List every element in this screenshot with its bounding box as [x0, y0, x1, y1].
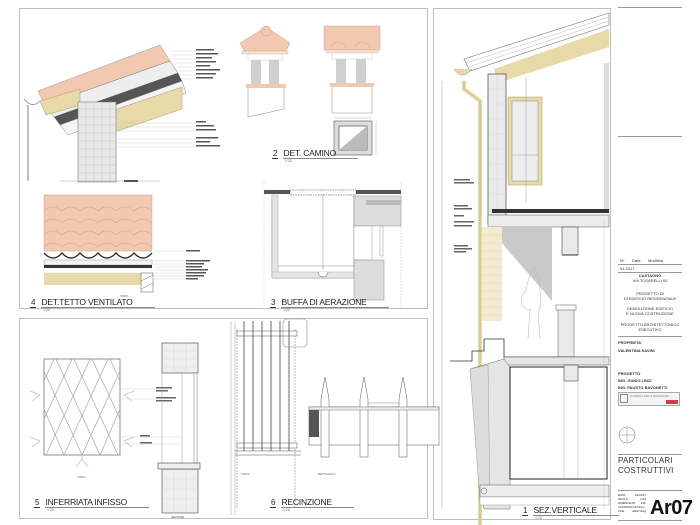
- detail-label-1: 1 SEZ.VERTICALE 1:20: [522, 505, 619, 520]
- detail-number: 3: [270, 298, 277, 308]
- divider: [618, 264, 682, 265]
- roof-section-drawing: [23, 44, 220, 183]
- title-block: N° Data Modifica 01.2017 CASTAGNO VIA TO…: [612, 0, 700, 525]
- sheet-code: Ar07: [650, 497, 693, 519]
- revision-header-change: Modifica: [648, 258, 663, 263]
- meta-label: DATA: [618, 493, 626, 497]
- detail-label-3: 3 BUFFA DI AERAZIONE 1:20: [270, 297, 389, 312]
- grille-section-label: SEZIONE: [171, 515, 185, 519]
- meta-value: 01/2017: [635, 493, 646, 497]
- project-line-6: ESECUTIVO: [638, 327, 662, 332]
- designer-1: ING. GUIDO LINZI: [618, 378, 652, 383]
- north-arrow-icon: [618, 426, 636, 444]
- owner-label: PROPRIETA': [618, 340, 642, 345]
- meta-label: DISEGNATO: [618, 501, 636, 505]
- meta-value: AR07.dwg: [632, 509, 646, 513]
- detail-scale: 1:20: [285, 159, 292, 163]
- detail-scale: 1:20: [283, 308, 290, 312]
- detail-label-5: 5 INFERRIATA INFISSO 1:20: [34, 497, 150, 512]
- sheet-meta: DATA 01/2017 SCALA 1:20 DISEGNATO F.B. CONT…: [618, 493, 646, 513]
- grille-view-label: VISTA: [77, 475, 86, 479]
- detail-label-6: 6 RECINZIONE 1:20: [270, 497, 354, 512]
- revision-row: 01.2017: [620, 266, 635, 271]
- chimney-drawing: [239, 25, 381, 156]
- studio-logo-accent: [666, 400, 678, 404]
- meta-value: F.B.: [640, 501, 646, 505]
- meta-row: DISEGNATO F.B.: [618, 501, 646, 505]
- project-line-3: DEMOLIZIONE EDIFICIO: [626, 306, 673, 311]
- meta-row: DATA 01/2017: [618, 493, 646, 497]
- detail-scale: 1:20: [283, 508, 290, 512]
- roof-view-label: VISTA: [120, 294, 129, 298]
- project-line-2: DI EDIFICIO RESIDENZIALE: [623, 296, 677, 301]
- detail-title: RECINZIONE: [281, 497, 354, 508]
- meta-label: CONTROLLATO: [618, 505, 641, 509]
- divider: [618, 520, 682, 521]
- detail-number: 1: [522, 506, 529, 516]
- detail-title: SEZ.VERTICALE: [533, 505, 619, 516]
- divider: [618, 136, 682, 137]
- designers-label: PROGETTO: [618, 371, 641, 376]
- vent-shaft-drawing: [263, 182, 402, 308]
- owner-name: VALENTINA SAVINI: [618, 348, 655, 353]
- studio-name: STUDIO LINZI & ASSOCIATI: [630, 394, 669, 398]
- revision-header-num: N°: [620, 258, 625, 263]
- divider: [618, 272, 682, 273]
- fence-view-label: VISTA: [241, 472, 250, 476]
- fence-detail-label: DETTAGLIO: [318, 472, 335, 476]
- detail-number: 4: [30, 298, 37, 308]
- fence-drawing: [230, 318, 440, 515]
- detail-label-2: 2 DET. CAMINO 1:20: [272, 148, 359, 163]
- divider: [618, 336, 682, 337]
- detail-scale: 1:20: [43, 308, 50, 312]
- project-line-4: E NUOVA COSTRUZIONE: [626, 311, 674, 316]
- divider: [618, 7, 682, 8]
- detail-label-4: 4 DET.TETTO VENTILATO 1:20: [30, 297, 155, 312]
- detail-number: 6: [270, 498, 277, 508]
- detail-title: INFERRIATA INFISSO: [45, 497, 150, 508]
- project-line-5: PROGETTO ARCHITETTONICO: [620, 322, 680, 327]
- meta-row: SCALA 1:20: [618, 497, 646, 501]
- sheet-title-line-2: COSTRUTTIVI: [618, 466, 674, 475]
- studio-logo: STUDIO LINZI & ASSOCIATI: [618, 392, 680, 406]
- meta-row: FILE AR07.dwg: [618, 509, 646, 513]
- designer-2: ING. FAUSTO BAVONETTI: [618, 385, 668, 390]
- ventilated-roof-drawing: [43, 194, 210, 293]
- meta-label: FILE: [618, 509, 625, 513]
- panel-roof-details: [19, 8, 227, 309]
- detail-number: 5: [34, 498, 41, 508]
- detail-title: DET.TETTO VENTILATO: [41, 297, 155, 308]
- detail-title: BUFFA DI AERAZIONE: [281, 297, 389, 308]
- revision-header-date: Data: [632, 258, 641, 263]
- window-grille-drawing: [29, 342, 201, 514]
- location-line-1: CASTAGNO: [638, 273, 662, 278]
- meta-value: 1:20: [640, 497, 646, 501]
- meta-value: G.L.: [640, 505, 646, 509]
- vertical-section-drawing: [441, 12, 610, 525]
- studio-logo-mark-icon: [620, 394, 628, 403]
- divider: [618, 454, 682, 455]
- sheet-title-line-1: PARTICOLARI: [618, 456, 673, 465]
- detail-number: 2: [272, 149, 279, 159]
- divider: [618, 490, 682, 491]
- detail-scale: 1:20: [535, 516, 542, 520]
- project-line-1: PROGETTO DI: [636, 291, 664, 296]
- detail-title: DET. CAMINO: [283, 148, 359, 159]
- location-line-2: VIA TOSARELLI 00: [632, 278, 668, 283]
- detail-scale: 1:20: [47, 508, 54, 512]
- meta-label: SCALA: [618, 497, 628, 501]
